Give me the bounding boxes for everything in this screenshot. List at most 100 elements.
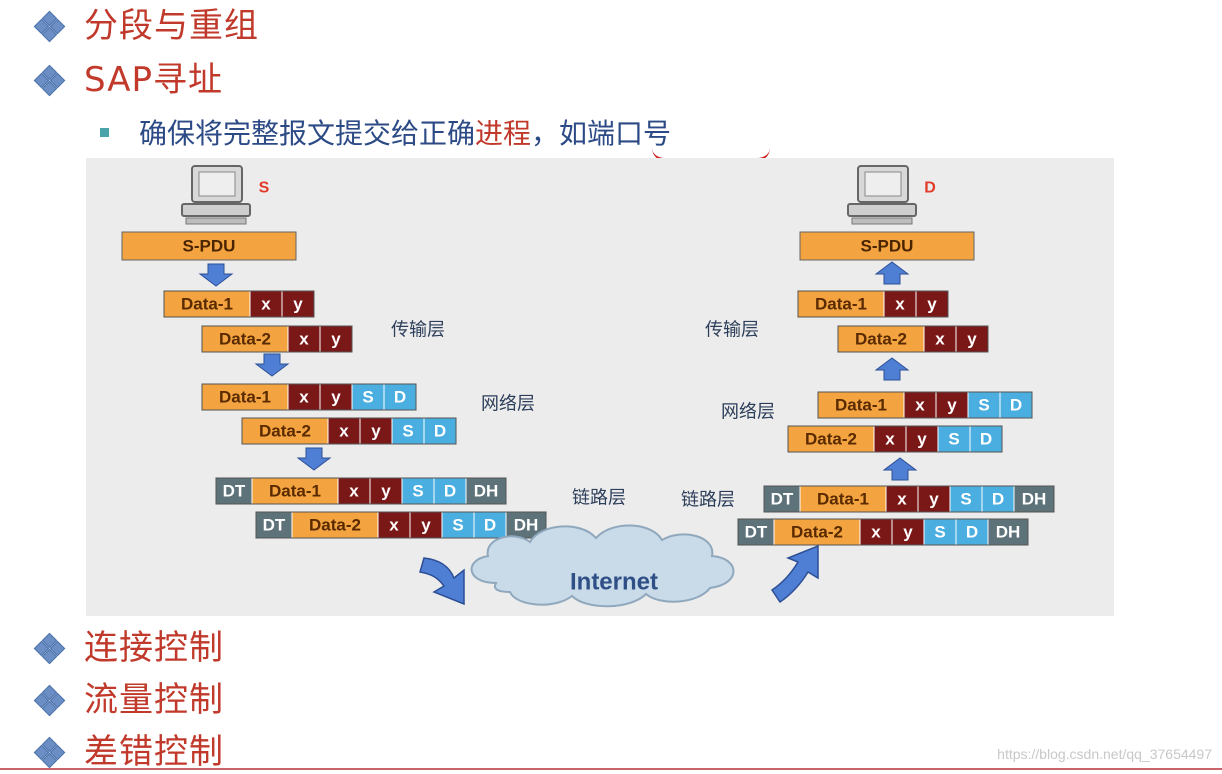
src-network-row-1-d-cell-label: D xyxy=(394,388,406,407)
diamond-bullet-icon xyxy=(33,64,66,97)
src-link-row-1-s-cell-label: S xyxy=(412,482,423,501)
src-link-row-2-dt-cell-label: DT xyxy=(263,516,286,535)
sub-bullet-text: 确保将完整报文提交给正确进程，如端口号 xyxy=(139,112,671,152)
src-link-row-1-y-cell xyxy=(369,477,403,505)
dst-network-row-2-data-2-cell xyxy=(787,425,875,453)
src-link-row-2-data-2-cell-label: Data-2 xyxy=(309,516,361,535)
src-link-row-1-y-cell-label: y xyxy=(381,482,391,501)
bullet-text: 流量控制 xyxy=(84,680,224,720)
src-link-row-2-dh-cell-label: DH xyxy=(514,516,539,535)
dst-transport-row-2-y-cell-label: y xyxy=(967,330,977,349)
bullet-segmentation: 分段与重组 xyxy=(33,6,259,46)
up-arrow-3 xyxy=(882,457,918,481)
dst-link-row-1-dh-cell-label: DH xyxy=(1022,490,1047,509)
dst-network-row-2-s-cell-label: S xyxy=(948,430,959,449)
dst-network-row-2-x-cell-label: x xyxy=(885,430,895,449)
bullet-text: 差错控制 xyxy=(84,732,224,772)
src-transport-row-1-x-cell-label: x xyxy=(261,295,271,314)
src-transport-row-1-data-1-cell-label: Data-1 xyxy=(181,295,233,314)
dest-computer-icon-base xyxy=(847,203,917,217)
internet-cloud-icon xyxy=(470,524,735,608)
dst-network-row-1-s-cell-label: S xyxy=(978,396,989,415)
up-arrow-2 xyxy=(874,357,910,381)
source-spdu-label: S-PDU xyxy=(183,237,236,256)
diamond-bullet-icon xyxy=(33,736,66,769)
dst-link-row-1-s-cell-label: S xyxy=(960,490,971,509)
dst-link-row-2-y-cell xyxy=(891,518,925,546)
dst-link-row-1-dt-cell-label: DT xyxy=(771,490,794,509)
left-curved-arrow-icon xyxy=(419,557,465,606)
src-link-row-1-dt-cell-label: DT xyxy=(223,482,246,501)
dst-link-row-2-d-cell xyxy=(955,518,989,546)
dst-link-row-1-dt-cell xyxy=(763,485,801,513)
sub-text-comma: ， xyxy=(531,117,560,150)
footer-divider xyxy=(0,768,1222,770)
dst-network-row-2-data-2-cell-label: Data-2 xyxy=(805,430,857,449)
src-link-row-2-d-cell-label: D xyxy=(484,516,496,535)
src-link-row-2-y-cell-label: y xyxy=(421,516,431,535)
bullet-flow-control: 流量控制 xyxy=(33,680,224,720)
src-link-row-1-dh-cell-label: DH xyxy=(474,482,499,501)
watermark: https://blog.csdn.net/qq_37654497 xyxy=(997,746,1212,762)
dst-network-label: 网络层 xyxy=(721,402,775,423)
source-computer-icon-base xyxy=(181,203,251,217)
src-link-row-1-data-1-cell xyxy=(251,477,339,505)
bullet-connection-control: 连接控制 xyxy=(33,628,224,668)
dst-transport-row-2-x-cell-label: x xyxy=(935,330,945,349)
src-network-row-2-y-cell xyxy=(359,417,393,445)
dst-link-row-1-d-cell-label: D xyxy=(992,490,1004,509)
dst-link-row-1-y-cell xyxy=(917,485,951,513)
src-link-row-2-y-cell xyxy=(409,511,443,539)
src-network-row-1-data-1-cell-label: Data-1 xyxy=(219,388,271,407)
src-network-row-1-x-cell-label: x xyxy=(299,388,309,407)
sub-text-port: 如端口号 xyxy=(559,117,672,150)
dest-spdu-label: S-PDU xyxy=(861,237,914,256)
src-transport-row-1-x-cell xyxy=(249,290,283,318)
src-network-row-1-s-cell-label: S xyxy=(362,388,373,407)
diamond-bullet-icon xyxy=(33,632,66,665)
bullet-text: 连接控制 xyxy=(84,628,224,668)
src-link-label: 链路层 xyxy=(572,488,626,509)
src-link-row-2-x-cell-label: x xyxy=(389,516,399,535)
sub-text-1: 确保将完整报文提交给正确 xyxy=(139,117,476,150)
src-link-row-2-s-cell-label: S xyxy=(452,516,463,535)
src-network-row-2-y-cell-label: y xyxy=(371,422,381,441)
src-link-row-2-dt-cell xyxy=(255,511,293,539)
src-transport-row-2-x-cell-label: x xyxy=(299,330,309,349)
sub-text-process: 进程 xyxy=(475,117,532,150)
dst-link-row-1-dh-cell xyxy=(1013,485,1055,513)
src-link-row-1-outline xyxy=(215,477,507,505)
internet-label: Internet xyxy=(570,569,658,596)
src-transport-label: 传输层 xyxy=(391,320,445,341)
dst-link-row-2-d-cell-label: D xyxy=(966,523,978,542)
src-link-row-1-d-cell-label: D xyxy=(444,482,456,501)
source-computer-icon-screen xyxy=(198,171,236,197)
square-bullet-icon xyxy=(100,127,109,137)
bullet-sap-addressing: SAP寻址 xyxy=(33,60,223,100)
bullet-text: 分段与重组 xyxy=(84,6,259,46)
src-network-row-2-d-cell xyxy=(423,417,457,445)
right-curved-arrow-icon xyxy=(770,544,819,604)
src-link-row-1-data-1-cell-label: Data-1 xyxy=(269,482,321,501)
source-spdu xyxy=(121,231,297,261)
src-link-row-2-outline xyxy=(255,511,547,539)
dst-network-row-2-outline xyxy=(787,425,1003,453)
dest-spdu xyxy=(799,231,975,261)
src-network-row-1-data-1-cell xyxy=(201,383,289,411)
dst-transport-row-1-x-cell-label: x xyxy=(895,295,905,314)
down-arrow-1 xyxy=(198,263,234,287)
source-computer-icon-keyboard xyxy=(185,217,247,225)
dst-link-label: 链路层 xyxy=(681,490,735,511)
dst-network-row-2-d-cell-label: D xyxy=(980,430,992,449)
src-network-row-2-x-cell-label: x xyxy=(339,422,349,441)
dst-network-row-1-y-cell xyxy=(935,391,969,419)
src-network-label: 网络层 xyxy=(481,394,535,415)
src-transport-row-2-data-2-cell-label: Data-2 xyxy=(219,330,271,349)
dst-network-row-1-s-cell xyxy=(967,391,1001,419)
sub-bullet-port: 确保将完整报文提交给正确进程，如端口号 xyxy=(100,112,671,152)
dst-network-row-1-x-cell-label: x xyxy=(915,396,925,415)
dst-transport-row-2-data-2-cell-label: Data-2 xyxy=(855,330,907,349)
dest-computer-icon-screen xyxy=(864,171,902,197)
